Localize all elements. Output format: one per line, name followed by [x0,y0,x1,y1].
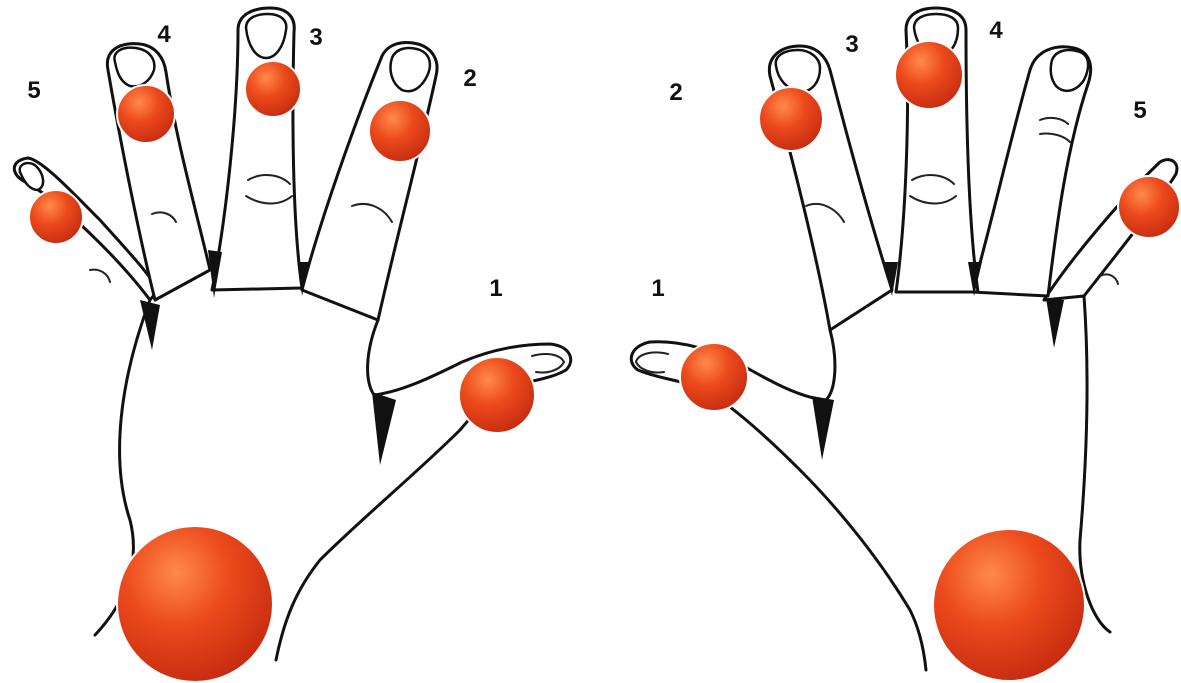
markers [29,41,1180,682]
right-palm-marker [933,529,1085,681]
right-little-marker [1118,176,1180,238]
left-little-marker [29,190,83,244]
left-finger-3-label: 3 [309,24,322,51]
right-finger-2-label: 2 [669,79,682,106]
right-shadow-3 [1046,298,1064,348]
right-finger-5-label: 5 [1133,97,1146,124]
right-thumb-marker [680,343,748,411]
right-finger-3-label: 3 [845,31,858,58]
right-hand [631,8,1177,670]
left-ring-marker [117,85,175,143]
left-finger-2-label: 2 [463,65,476,92]
left-finger-1-label: 1 [489,275,502,302]
left-middle-marker [245,61,301,117]
left-palm-marker [117,526,273,682]
left-thumb-marker [459,357,535,433]
right-finger-4-label: 4 [989,17,1003,44]
right-middle-marker [895,41,963,109]
left-finger-4-label: 4 [157,21,171,48]
right-index-marker [759,87,823,151]
right-finger-1-label: 1 [651,275,664,302]
left-finger-5-label: 5 [27,77,40,104]
left-index-marker [369,100,431,162]
